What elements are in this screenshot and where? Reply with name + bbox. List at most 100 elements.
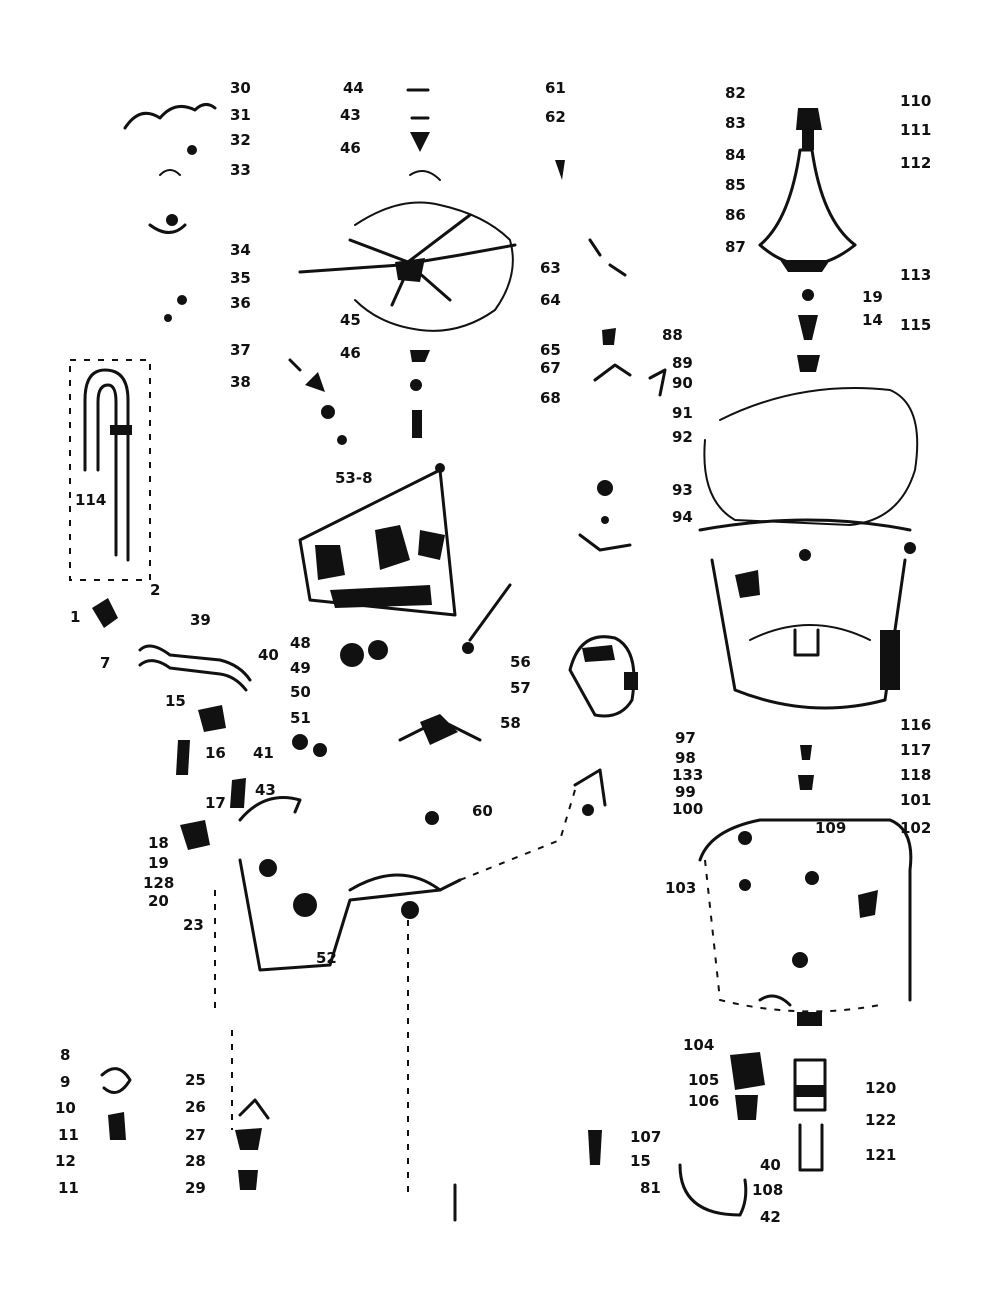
callout-37: 37 — [230, 341, 251, 359]
callout-116: 116 — [900, 716, 931, 734]
callout-50: 50 — [290, 683, 311, 701]
callout-2: 2 — [150, 581, 160, 599]
callout-82: 82 — [725, 84, 746, 102]
callout-106: 106 — [688, 1092, 719, 1110]
callout-122: 122 — [865, 1111, 896, 1129]
callout-62: 62 — [545, 108, 566, 126]
small-parts-stack-30-38 — [123, 103, 347, 445]
callout-39: 39 — [190, 611, 211, 629]
callout-27: 27 — [185, 1126, 206, 1144]
callout-35: 35 — [230, 269, 251, 287]
callout-100: 100 — [672, 800, 703, 818]
callout-114: 114 — [75, 491, 106, 509]
callout-115: 115 — [900, 316, 931, 334]
callout-58: 58 — [500, 714, 521, 732]
callout-98: 98 — [675, 749, 696, 767]
callout-29: 29 — [185, 1179, 206, 1197]
callout-94: 94 — [672, 508, 693, 526]
callout-113: 113 — [900, 266, 931, 284]
callout-108: 108 — [752, 1181, 783, 1199]
callout-93: 93 — [672, 481, 693, 499]
callout-88: 88 — [662, 326, 683, 344]
callout-64: 64 — [540, 291, 561, 309]
callout-25: 25 — [185, 1071, 206, 1089]
callout-97: 97 — [675, 729, 696, 747]
callout-33: 33 — [230, 161, 251, 179]
motor-transmission-assembly — [298, 468, 512, 825]
callout-40: 40 — [258, 646, 279, 664]
callout-102: 102 — [900, 819, 931, 837]
callout-46-b: 46 — [340, 344, 361, 362]
callout-68: 68 — [540, 389, 561, 407]
callout-105: 105 — [688, 1071, 719, 1089]
callout-109: 109 — [815, 819, 846, 837]
callout-86: 86 — [725, 206, 746, 224]
callout-43: 43 — [255, 781, 276, 799]
center-right-small-parts — [568, 328, 667, 816]
callout-28: 28 — [185, 1152, 206, 1170]
callout-52: 52 — [316, 949, 337, 967]
callout-107: 107 — [630, 1128, 661, 1146]
callout-120: 120 — [865, 1079, 896, 1097]
callout-89: 89 — [672, 354, 693, 372]
callout-112: 112 — [900, 154, 931, 172]
callout-133: 133 — [672, 766, 703, 784]
callout-53: 53-8 — [335, 469, 373, 487]
callout-36: 36 — [230, 294, 251, 312]
callout-49: 49 — [290, 659, 311, 677]
callout-65: 65 — [540, 341, 561, 359]
callout-84: 84 — [725, 146, 746, 164]
callout-15-b: 15 — [630, 1152, 651, 1170]
callout-91: 91 — [672, 404, 693, 422]
callout-104: 104 — [683, 1036, 714, 1054]
spin-tub-cover — [758, 108, 857, 372]
callout-46: 46 — [340, 139, 361, 157]
lower-tub-assembly — [698, 745, 913, 1026]
callout-92: 92 — [672, 428, 693, 446]
callout-42: 42 — [760, 1208, 781, 1226]
callout-48: 48 — [290, 634, 311, 652]
callout-17: 17 — [205, 794, 226, 812]
callout-128: 128 — [143, 874, 174, 892]
callout-9: 9 — [60, 1073, 70, 1091]
callout-41: 41 — [253, 744, 274, 762]
outer-tub — [698, 387, 919, 710]
callout-101: 101 — [900, 791, 931, 809]
callout-83: 83 — [725, 114, 746, 132]
callout-labels: 30 31 32 33 34 35 36 37 38 44 43 46 45 4… — [55, 79, 931, 1226]
callout-11-b: 11 — [58, 1179, 79, 1197]
callout-121: 121 — [865, 1146, 896, 1164]
callout-56: 56 — [510, 653, 531, 671]
agitator-assembly — [298, 88, 627, 473]
callout-60: 60 — [472, 802, 493, 820]
callout-19: 19 — [148, 854, 169, 872]
callout-31: 31 — [230, 106, 251, 124]
callout-99: 99 — [675, 783, 696, 801]
callout-45: 45 — [340, 311, 361, 329]
callout-11: 11 — [58, 1126, 79, 1144]
callout-57: 57 — [510, 679, 531, 697]
callout-85: 85 — [725, 176, 746, 194]
callout-90: 90 — [672, 374, 693, 392]
bottom-pump-assembly — [100, 1052, 827, 1217]
callout-103: 103 — [665, 879, 696, 897]
callout-23: 23 — [183, 916, 204, 934]
callout-87: 87 — [725, 238, 746, 256]
callout-34: 34 — [230, 241, 251, 259]
callout-8: 8 — [60, 1046, 70, 1064]
callout-81: 81 — [640, 1179, 661, 1197]
callout-117: 117 — [900, 741, 931, 759]
callout-7: 7 — [100, 654, 110, 672]
callout-118: 118 — [900, 766, 931, 784]
pump-and-hoses — [92, 598, 327, 850]
callout-1: 1 — [70, 608, 80, 626]
callout-67: 67 — [540, 359, 561, 377]
callout-26: 26 — [185, 1098, 206, 1116]
callout-61: 61 — [545, 79, 566, 97]
callout-63: 63 — [540, 259, 561, 277]
callout-10: 10 — [55, 1099, 76, 1117]
callout-51: 51 — [290, 709, 311, 727]
callout-12: 12 — [55, 1152, 76, 1170]
callout-15: 15 — [165, 692, 186, 710]
